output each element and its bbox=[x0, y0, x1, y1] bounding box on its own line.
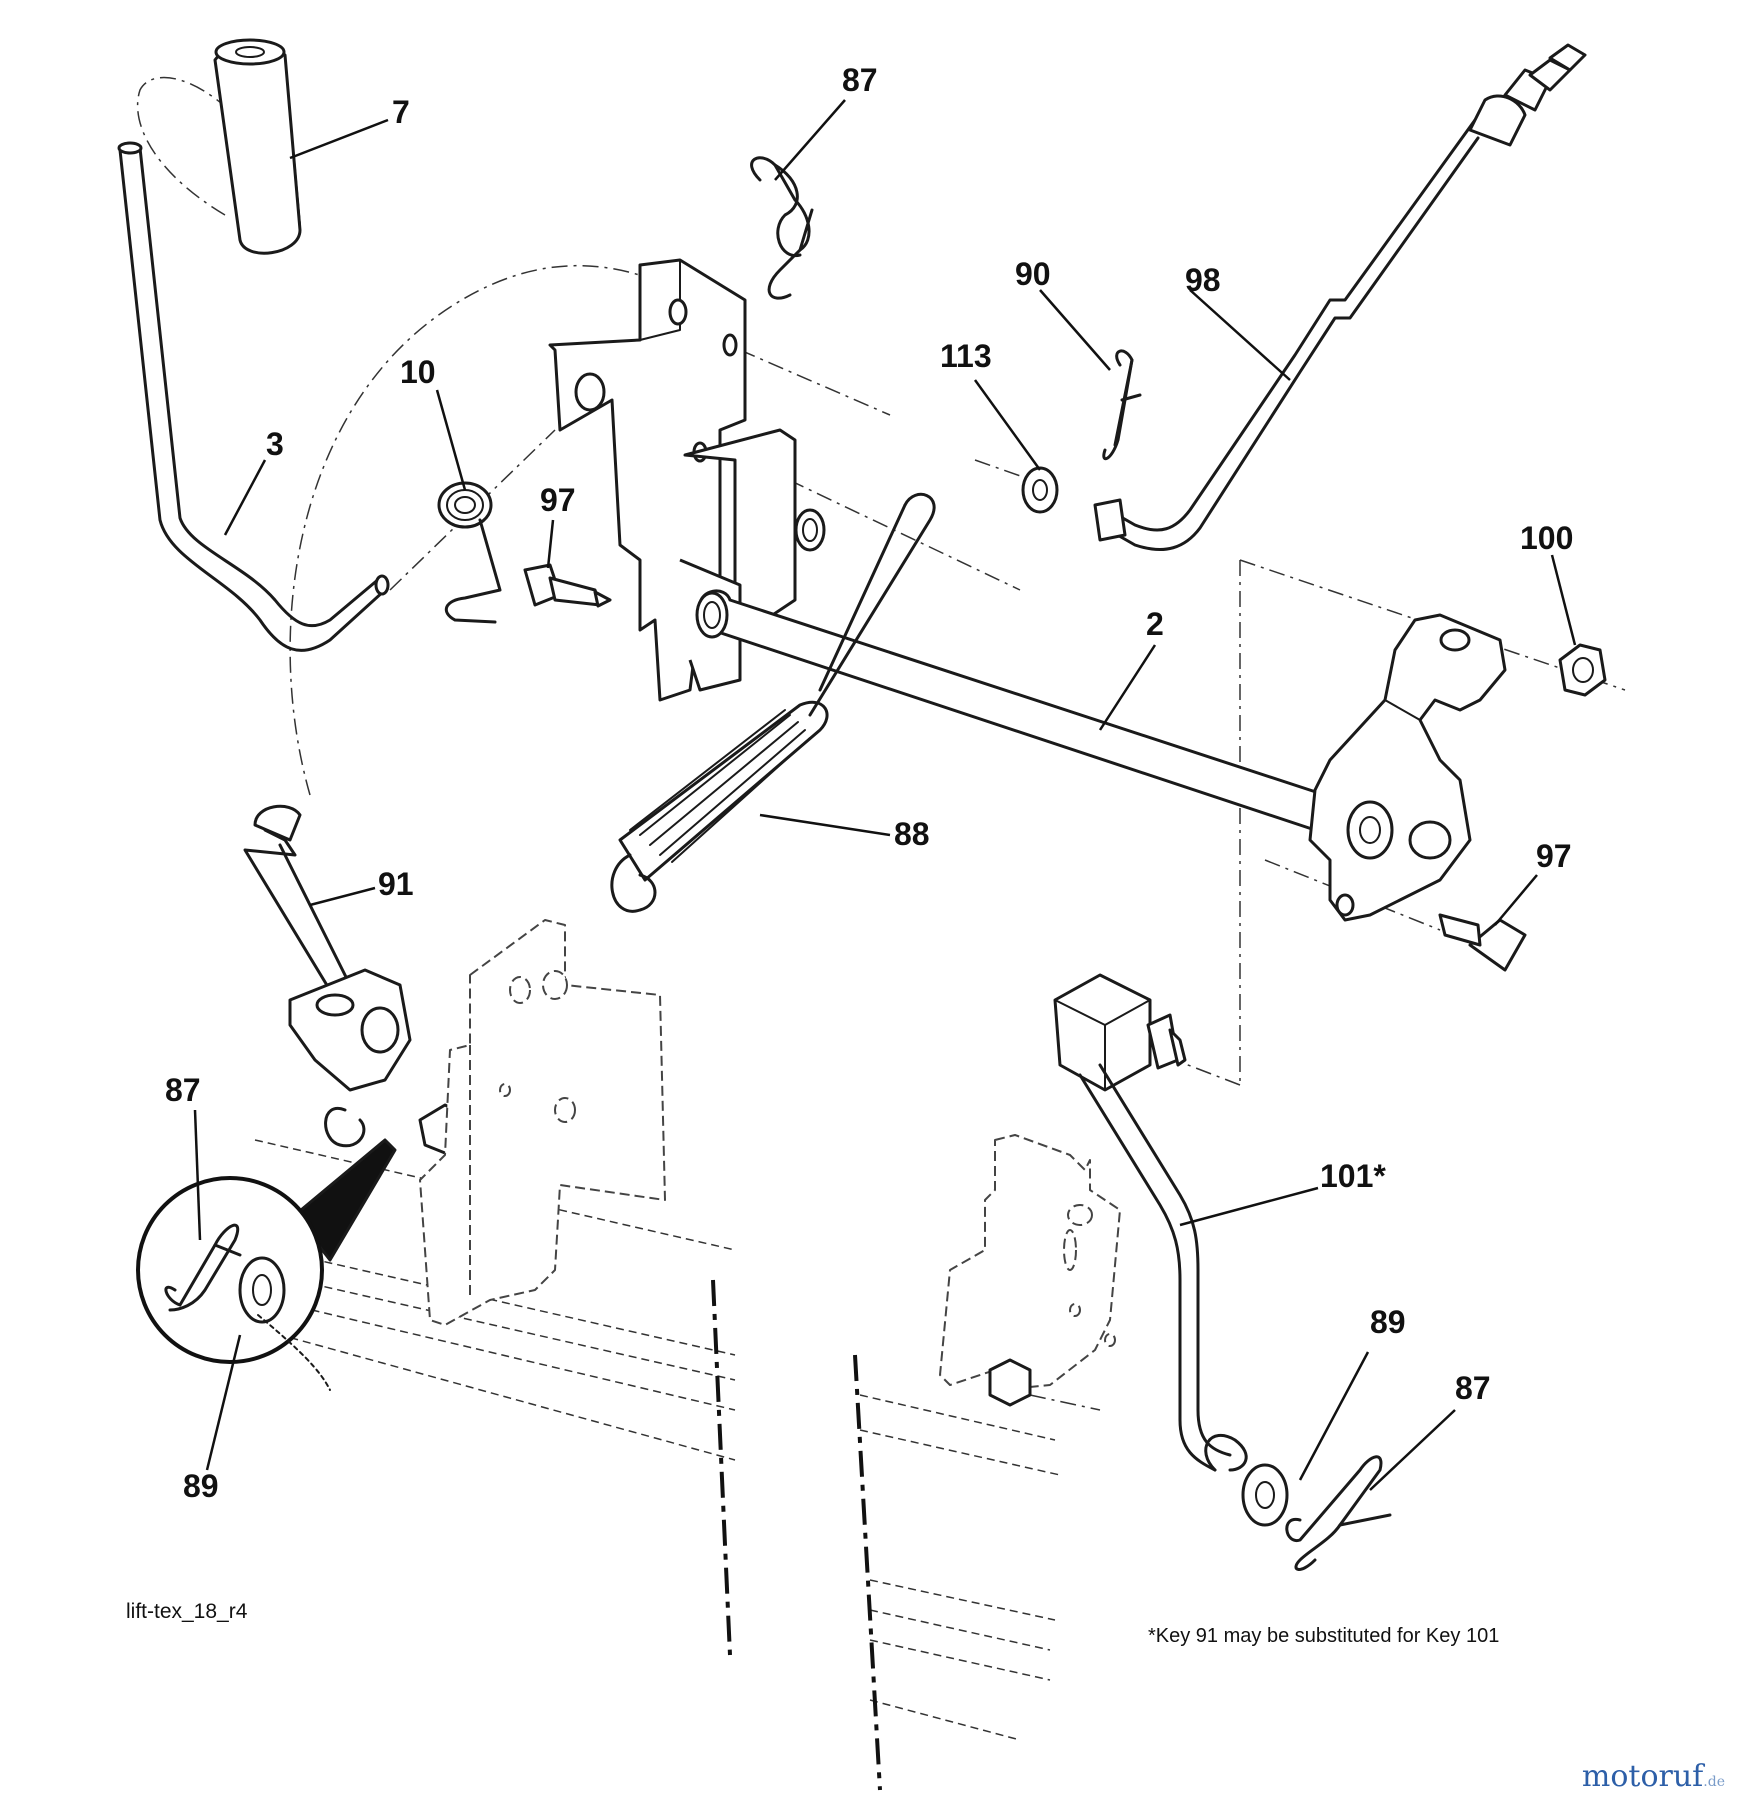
callout-7: 7 bbox=[392, 94, 410, 130]
callout-87-top: 87 bbox=[842, 62, 878, 98]
diagram-id: lift-tex_18_r4 bbox=[126, 1600, 248, 1623]
watermark-logo: motoruf.de bbox=[1582, 1759, 1725, 1794]
detail-magnifier bbox=[136, 1138, 397, 1391]
hairpin-clip-part-87-lower-right bbox=[1285, 1455, 1392, 1571]
callout-100: 100 bbox=[1520, 520, 1574, 556]
extension-spring-part-88 bbox=[610, 492, 936, 913]
footnote: *Key 91 may be substituted for Key 101 bbox=[1148, 1625, 1500, 1647]
washer-part-113 bbox=[1021, 466, 1059, 514]
right-lift-arm-bracket bbox=[1308, 613, 1507, 922]
callout-87-left: 87 bbox=[165, 1072, 201, 1108]
leader-lines bbox=[193, 99, 1577, 1491]
callout-101: 101* bbox=[1320, 1158, 1386, 1194]
nut-part-100 bbox=[1558, 643, 1607, 697]
torsion-spring-part-10 bbox=[437, 481, 502, 624]
callout-3: 3 bbox=[266, 426, 284, 462]
callout-113: 113 bbox=[940, 338, 992, 374]
hairpin-clip-part-90 bbox=[1102, 349, 1142, 461]
handle-grip-part-7 bbox=[213, 38, 302, 255]
right-deck-hanger-plate bbox=[939, 1134, 1121, 1407]
callout-10: 10 bbox=[400, 354, 436, 390]
watermark-tld: .de bbox=[1703, 1774, 1725, 1790]
shoulder-bolt-part-97-upper bbox=[523, 563, 612, 608]
deck-lift-link-part-98 bbox=[1093, 43, 1587, 551]
washer-part-89-right bbox=[1241, 1463, 1289, 1527]
callout-97-upper: 97 bbox=[540, 482, 576, 518]
callout-98: 98 bbox=[1185, 262, 1221, 298]
callout-88: 88 bbox=[894, 816, 930, 852]
lift-arm-part-91 bbox=[243, 804, 482, 1157]
callout-87-right: 87 bbox=[1455, 1370, 1491, 1406]
callout-97-lower: 97 bbox=[1536, 838, 1572, 874]
left-deck-hanger-plate bbox=[419, 919, 666, 1326]
callout-89-right: 89 bbox=[1370, 1304, 1406, 1340]
shoulder-bolt-part-97-lower bbox=[1438, 913, 1527, 972]
lift-arm-part-101 bbox=[1053, 973, 1248, 1472]
callout-89-left: 89 bbox=[183, 1468, 219, 1504]
watermark-main: motoruf bbox=[1581, 1759, 1704, 1794]
callout-2: 2 bbox=[1146, 606, 1164, 642]
callout-91: 91 bbox=[378, 866, 414, 902]
callout-90: 90 bbox=[1015, 256, 1051, 292]
lift-handle-part-3 bbox=[117, 141, 390, 652]
hairpin-clip-part-87-top bbox=[750, 156, 814, 300]
